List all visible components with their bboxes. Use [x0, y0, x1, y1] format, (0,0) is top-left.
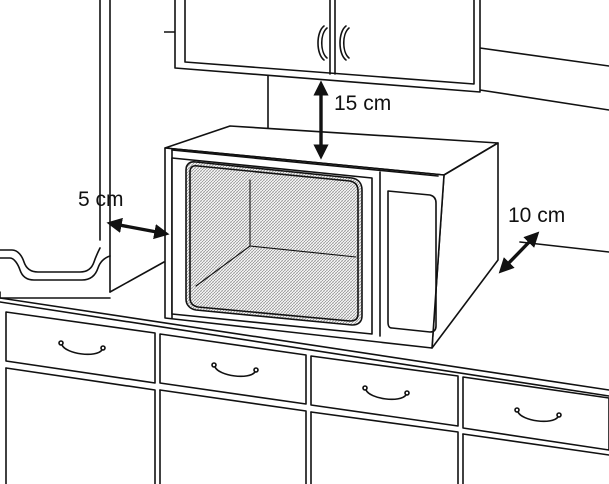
door-window — [185, 161, 363, 326]
microwave-oven — [164, 125, 499, 349]
drawer-handle-3 — [365, 389, 407, 401]
control-panel — [387, 190, 437, 333]
left-side-cabinet — [0, 0, 165, 295]
side-clearance-label: 5 cm — [78, 188, 124, 211]
upper-wall-cabinet — [174, 0, 481, 93]
back-clearance-arrow — [498, 231, 540, 274]
back-clearance-label: 10 cm — [508, 204, 565, 227]
drawer-handle-1 — [61, 344, 103, 356]
top-clearance-label: 15 cm — [334, 92, 391, 115]
countertop — [0, 241, 609, 397]
cabinet-handle-right — [339, 25, 347, 61]
side-clearance-arrow — [106, 217, 170, 240]
drawer-handle-4 — [517, 411, 559, 423]
cabinet-handle-left — [317, 25, 325, 61]
drawer-handle-2 — [214, 366, 256, 378]
lower-cabinets — [5, 311, 609, 484]
